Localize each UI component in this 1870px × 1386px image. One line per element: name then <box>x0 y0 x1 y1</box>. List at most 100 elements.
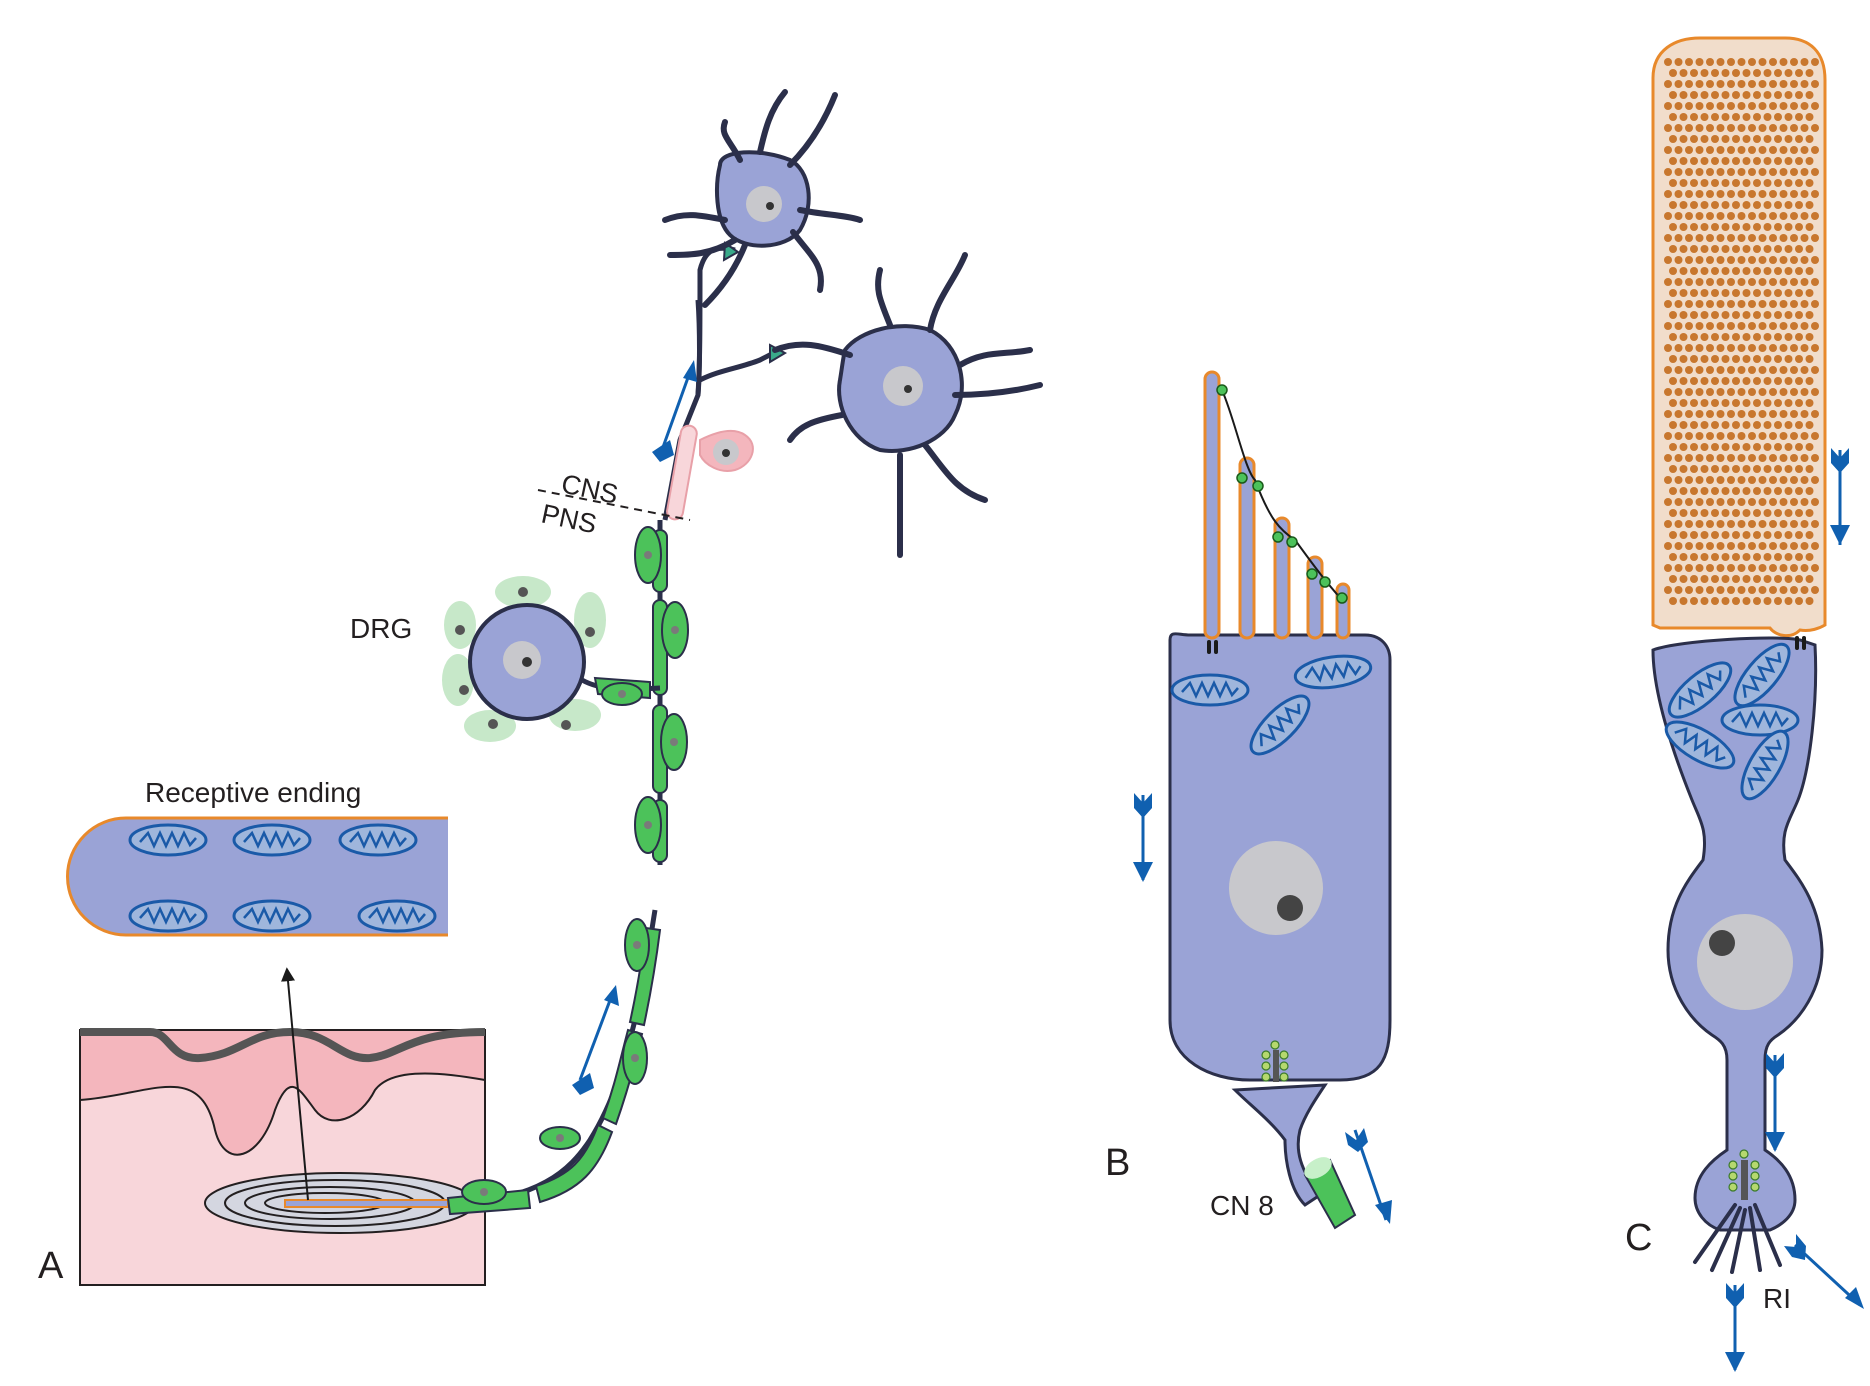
disc-dot <box>1669 113 1677 121</box>
disc-dot <box>1721 201 1730 209</box>
disc-dot <box>1721 311 1730 319</box>
disc-dot <box>1769 586 1777 594</box>
disc-dot <box>1716 102 1725 110</box>
disc-dot <box>1700 201 1709 209</box>
disc-dot <box>1774 377 1782 385</box>
disc-dot <box>1737 542 1746 550</box>
disc-dot <box>1721 487 1730 495</box>
disc-dot <box>1758 124 1767 132</box>
disc-dot <box>1753 267 1761 275</box>
disc-dot <box>1795 91 1803 99</box>
disc-dot <box>1742 135 1751 143</box>
disc-dot <box>1795 531 1803 539</box>
disc-dot <box>1784 421 1793 429</box>
disc-dot <box>1805 311 1814 319</box>
disc-dot <box>1732 135 1740 143</box>
cns-neuron-right <box>772 252 1043 558</box>
disc-dot <box>1774 311 1782 319</box>
disc-dot <box>1716 432 1725 440</box>
disc-dot <box>1727 102 1735 110</box>
disc-dot <box>1721 575 1730 583</box>
disc-dot <box>1800 80 1809 88</box>
disc-dot <box>1679 509 1688 517</box>
disc-dot <box>1769 542 1777 550</box>
disc-dot <box>1774 201 1782 209</box>
disc-dot <box>1805 465 1814 473</box>
disc-dot <box>1779 344 1788 352</box>
disc-dot <box>1753 421 1761 429</box>
disc-dot <box>1716 168 1725 176</box>
disc-dot <box>1753 443 1761 451</box>
disc-dot <box>1732 487 1740 495</box>
disc-dot <box>1790 212 1798 220</box>
disc-dot <box>1700 289 1709 297</box>
disc-dot <box>1669 289 1677 297</box>
disc-dot <box>1795 289 1803 297</box>
disc-dot <box>1711 113 1719 121</box>
disc-dot <box>1711 553 1719 561</box>
disc-dot <box>1669 399 1677 407</box>
disc-dot <box>1700 465 1709 473</box>
disc-dot <box>1811 564 1819 572</box>
disc-dot <box>1805 377 1814 385</box>
disc-dot <box>1769 520 1777 528</box>
disc-dot <box>1706 564 1714 572</box>
disc-dot <box>1685 124 1693 132</box>
disc-dot <box>1711 157 1719 165</box>
disc-dot <box>1774 135 1782 143</box>
disc-dot <box>1758 256 1767 264</box>
disc-dot <box>1769 212 1777 220</box>
disc-dot <box>1790 344 1798 352</box>
disc-dot <box>1795 509 1803 517</box>
mitochondrion-icon <box>1170 673 1250 707</box>
disc-dot <box>1763 91 1772 99</box>
cns-neuron-top <box>662 89 863 308</box>
mitochondrion-icon <box>232 823 312 857</box>
disc-dot <box>1669 311 1677 319</box>
disc-dot <box>1742 333 1751 341</box>
disc-dot <box>1784 267 1793 275</box>
disc-dot <box>1790 432 1798 440</box>
disc-dot <box>1800 344 1809 352</box>
membrane-disc-stack <box>1664 58 1819 605</box>
disc-dot <box>1669 135 1677 143</box>
disc-dot <box>1779 300 1788 308</box>
disc-dot <box>1805 113 1814 121</box>
disc-dot <box>1690 91 1698 99</box>
panel-c-label: C <box>1625 1217 1652 1259</box>
disc-dot <box>1790 300 1798 308</box>
disc-dot <box>1700 399 1709 407</box>
disc-dot <box>1664 476 1672 484</box>
disc-dot <box>1700 333 1709 341</box>
ri-label: RI <box>1763 1283 1791 1314</box>
disc-dot <box>1732 421 1740 429</box>
disc-dot <box>1753 509 1761 517</box>
disc-dot <box>1742 487 1751 495</box>
disc-dot <box>1753 465 1761 473</box>
disc-dot <box>1716 80 1725 88</box>
disc-dot <box>1779 410 1788 418</box>
disc-dot <box>1753 113 1761 121</box>
disc-dot <box>1737 344 1746 352</box>
disc-dot <box>1742 575 1751 583</box>
disc-dot <box>1811 542 1819 550</box>
disc-dot <box>1737 322 1746 330</box>
disc-dot <box>1721 399 1730 407</box>
disc-dot <box>1674 454 1683 462</box>
disc-dot <box>1790 278 1798 286</box>
disc-dot <box>1679 267 1688 275</box>
disc-dot <box>1695 278 1704 286</box>
disc-dot <box>1690 179 1698 187</box>
disc-dot <box>1795 553 1803 561</box>
disc-dot <box>1695 58 1704 66</box>
disc-dot <box>1811 586 1819 594</box>
disc-dot <box>1811 146 1819 154</box>
disc-dot <box>1795 355 1803 363</box>
disc-dot <box>1774 91 1782 99</box>
disc-dot <box>1727 410 1735 418</box>
disc-dot <box>1727 58 1735 66</box>
disc-dot <box>1748 564 1756 572</box>
disc-dot <box>1790 256 1798 264</box>
disc-dot <box>1790 542 1798 550</box>
disc-dot <box>1721 553 1730 561</box>
